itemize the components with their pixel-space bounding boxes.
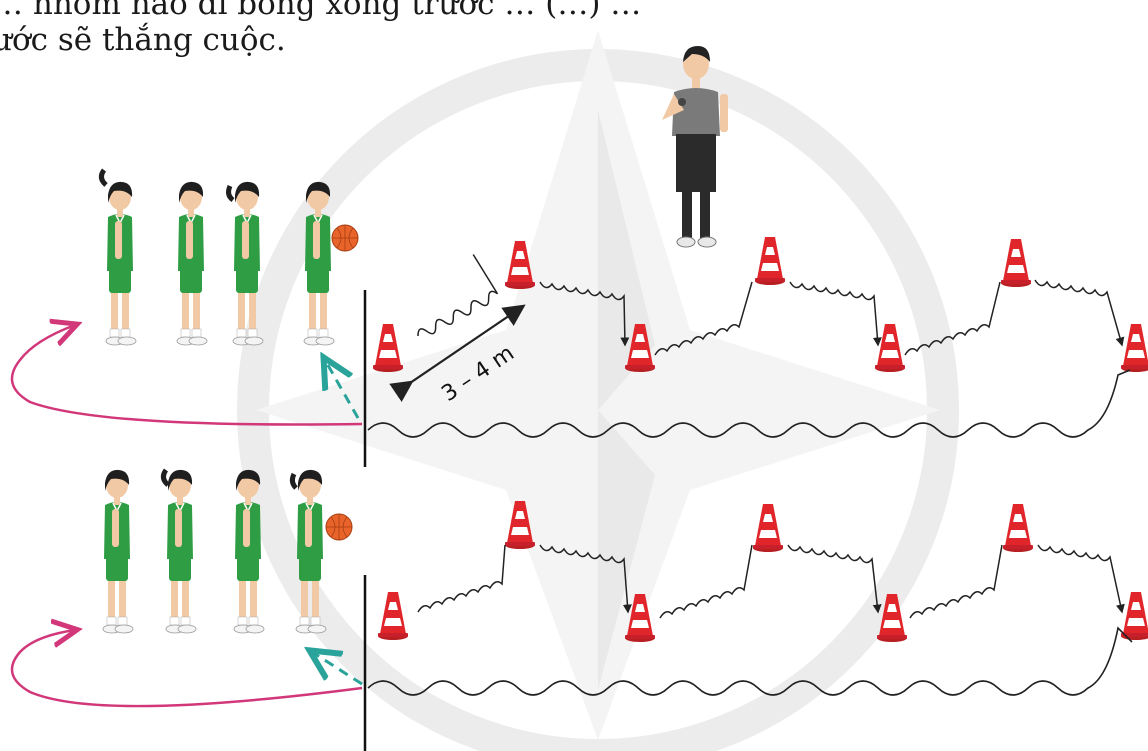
cone-icon — [875, 324, 905, 372]
cone-icon — [1121, 324, 1148, 372]
cone-icon — [1121, 592, 1148, 640]
cone-icon — [1003, 504, 1033, 552]
whistle-icon — [678, 98, 686, 106]
ball-icon — [332, 225, 358, 251]
bottom-course — [368, 501, 1148, 695]
player-2 — [177, 182, 207, 345]
return-arrow-bottom — [12, 630, 362, 706]
bottom-team — [103, 470, 352, 633]
cone-icon — [755, 237, 785, 285]
player-1 — [106, 182, 136, 345]
cone-icon — [378, 592, 408, 640]
cone-icon — [373, 324, 403, 372]
ball-icon — [326, 514, 352, 540]
cone-icon — [1001, 239, 1031, 287]
player-6 — [166, 470, 196, 633]
watermark-logo — [253, 30, 943, 751]
top-team — [101, 170, 358, 345]
cone-icon — [753, 504, 783, 552]
player-5 — [103, 470, 133, 633]
